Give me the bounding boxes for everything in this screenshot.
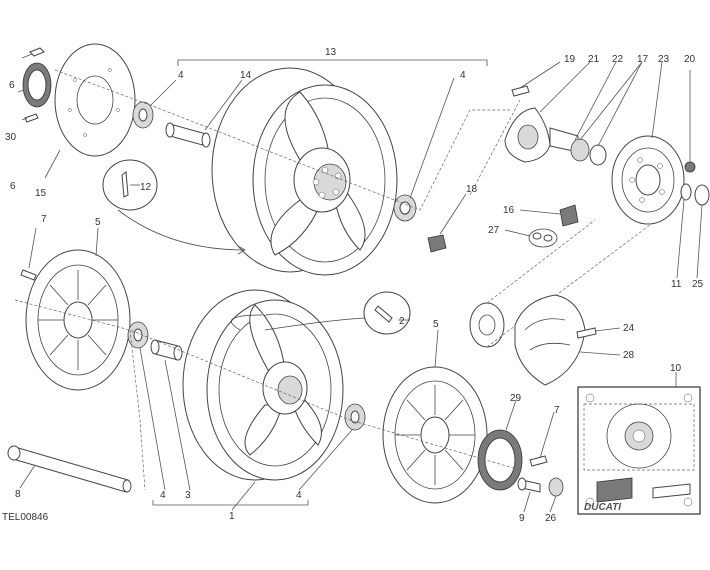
spacer-3 — [150, 339, 183, 361]
label-27: 27 — [488, 225, 500, 236]
tone-ring-29 — [477, 429, 523, 491]
label-23: 23 — [658, 54, 670, 65]
label-4b: 4 — [460, 70, 466, 81]
label-26: 26 — [545, 513, 557, 524]
part-labels: 13 4 14 4 6 30 6 15 12 18 19 21 22 17 23… — [2, 47, 704, 524]
label-10: 10 — [670, 363, 682, 374]
label-8: 8 — [15, 489, 21, 500]
spacer-14 — [165, 122, 211, 148]
front-wheel — [182, 289, 344, 481]
bearing-4-left — [132, 101, 154, 129]
screw-24 — [576, 327, 597, 339]
label-22: 22 — [612, 54, 624, 65]
label-30: 30 — [5, 132, 17, 143]
front-sprocket — [469, 302, 505, 348]
label-20: 20 — [684, 54, 696, 65]
sprocket-cover-28 — [514, 294, 586, 386]
label-13: 13 — [325, 47, 337, 58]
label-24: 24 — [623, 323, 635, 334]
bearing-4-right — [393, 194, 417, 222]
washer-11 — [680, 183, 692, 201]
front-axle-8 — [7, 445, 132, 493]
screw-6a — [29, 47, 45, 57]
screw-callout — [264, 291, 411, 335]
label-19: 19 — [564, 54, 576, 65]
leader-lines — [17, 53, 703, 513]
rear-wheel-group — [22, 43, 710, 276]
front-wheel-group — [7, 219, 651, 506]
bearing-4-front-right — [344, 403, 366, 431]
inset-panel-10: DUCATI — [577, 386, 701, 515]
label-1: 1 — [229, 511, 235, 522]
label-3: 3 — [185, 490, 191, 501]
label-29: 29 — [510, 393, 522, 404]
label-25: 25 — [692, 279, 704, 290]
ducati-logo: DUCATI — [584, 502, 621, 513]
label-14: 14 — [240, 70, 252, 81]
nut-26 — [548, 477, 564, 497]
spacer-9 — [517, 477, 541, 493]
rear-sprocket — [611, 135, 685, 225]
label-7a: 7 — [41, 214, 47, 225]
screw-6b — [24, 113, 39, 123]
stud-16 — [559, 204, 579, 227]
label-15: 15 — [35, 188, 47, 199]
sprocket-flange — [504, 85, 607, 166]
drawing-code: TEL00846 — [2, 512, 49, 523]
label-18: 18 — [466, 184, 478, 195]
label-28: 28 — [623, 350, 635, 361]
label-9: 9 — [519, 513, 525, 524]
washer-25 — [694, 184, 710, 206]
label-7b: 7 — [554, 405, 560, 416]
label-17: 17 — [637, 54, 649, 65]
bracket-13 — [177, 59, 488, 66]
label-6b: 6 — [10, 181, 16, 192]
label-16: 16 — [503, 205, 515, 216]
front-brake-disc-left — [25, 249, 131, 391]
label-4a: 4 — [178, 70, 184, 81]
rear-brake-disc — [54, 43, 136, 157]
bearing-4-front-left — [127, 321, 149, 349]
label-21: 21 — [588, 54, 600, 65]
label-4c: 4 — [160, 490, 166, 501]
nut-20 — [684, 161, 696, 173]
bracket-1 — [152, 500, 309, 506]
pin-27b — [543, 234, 553, 242]
label-4d: 4 — [296, 490, 302, 501]
screw-7a — [20, 269, 37, 281]
rear-wheel — [211, 67, 398, 276]
label-5a: 5 — [95, 217, 101, 228]
bush-18 — [427, 234, 447, 253]
rear-disc-carrier — [22, 62, 52, 108]
label-5b: 5 — [433, 319, 439, 330]
label-6a: 6 — [9, 80, 15, 91]
pin-27a — [532, 232, 542, 240]
label-11: 11 — [671, 279, 682, 290]
label-12: 12 — [140, 182, 152, 193]
front-brake-disc-right — [382, 366, 488, 504]
label-2: 2 — [399, 316, 405, 327]
screw-7b — [529, 455, 548, 467]
